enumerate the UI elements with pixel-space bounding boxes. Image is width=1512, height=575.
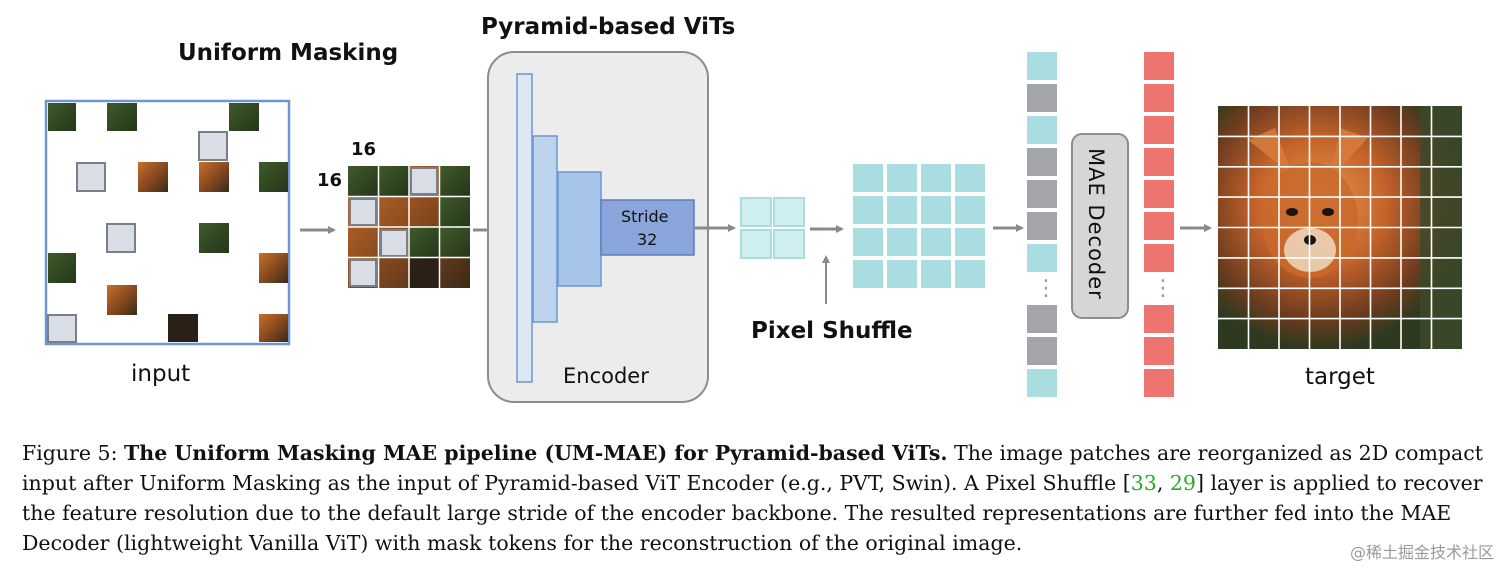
watermark: @稀土掘金技术社区 [1349, 543, 1494, 562]
mask-token-patch [198, 131, 228, 161]
figure-caption: Figure 5: The Uniform Masking MAE pipeli… [22, 438, 1492, 558]
target-label: target [1305, 364, 1375, 390]
input-masked-image [44, 99, 291, 346]
decoder-input-token-column [1027, 52, 1057, 397]
visible-patch [168, 314, 198, 342]
citation-33[interactable]: 33 [1130, 471, 1157, 495]
mask-token-patch [76, 162, 106, 192]
stride-label-line2: 32 [637, 230, 658, 249]
pixel-shuffle-output-grid [853, 164, 985, 288]
encoder-block [487, 51, 709, 403]
visible-patch [199, 223, 229, 253]
patch-height-label: 16 [317, 170, 343, 191]
compact-input-grid [348, 166, 470, 288]
ellipsis-right: ⋮ [1152, 276, 1174, 301]
patch-width-label: 16 [351, 139, 377, 160]
mask-token-patch [47, 314, 77, 343]
caption-text-1: The image patches are reorganized as 2D … [22, 441, 1483, 495]
pipeline-diagram [44, 51, 1462, 403]
mask-token-patch [106, 223, 136, 253]
caption-separator: , [1156, 471, 1170, 495]
visible-patch [259, 162, 288, 192]
visible-patch [259, 314, 288, 342]
encoder-stage-4 [600, 199, 695, 256]
encoder-stage-1 [516, 73, 533, 383]
encoder-stage-2 [532, 135, 558, 323]
input-label: input [131, 361, 191, 387]
citation-29[interactable]: 29 [1169, 471, 1196, 495]
caption-prefix: Figure 5: [22, 441, 125, 465]
visible-patch [199, 162, 229, 192]
visible-patch [48, 103, 76, 131]
stride-label-line1: Stride [621, 207, 669, 226]
mask-token-patch [349, 198, 377, 226]
visible-patch [48, 253, 76, 283]
encoder-output-tokens [740, 197, 805, 259]
caption-text-2: ] layer is applied to recover the featur… [22, 471, 1483, 555]
visible-patch [259, 253, 288, 283]
visible-patch [107, 103, 137, 131]
mae-decoder-label: MAE Decoder [1084, 148, 1108, 300]
visible-patch [229, 103, 259, 131]
ellipsis-left: ⋮ [1035, 276, 1057, 301]
encoder-stage-3 [557, 171, 602, 287]
decoder-output-token-column [1144, 52, 1174, 397]
encoder-label: Encoder [563, 364, 649, 388]
visible-patch [138, 162, 168, 192]
uniform-masking-title: Uniform Masking [178, 40, 399, 66]
pyramid-vits-title: Pyramid-based ViTs [481, 14, 736, 40]
mae-decoder-block [1071, 133, 1129, 319]
mask-token-patch [380, 229, 408, 257]
visible-patch [107, 285, 137, 315]
target-image [1218, 106, 1462, 349]
caption-bold: The Uniform Masking MAE pipeline (UM-MAE… [124, 441, 948, 465]
mask-token-patch [349, 259, 377, 287]
pixel-shuffle-label: Pixel Shuffle [751, 318, 913, 344]
mask-token-patch [410, 167, 438, 195]
